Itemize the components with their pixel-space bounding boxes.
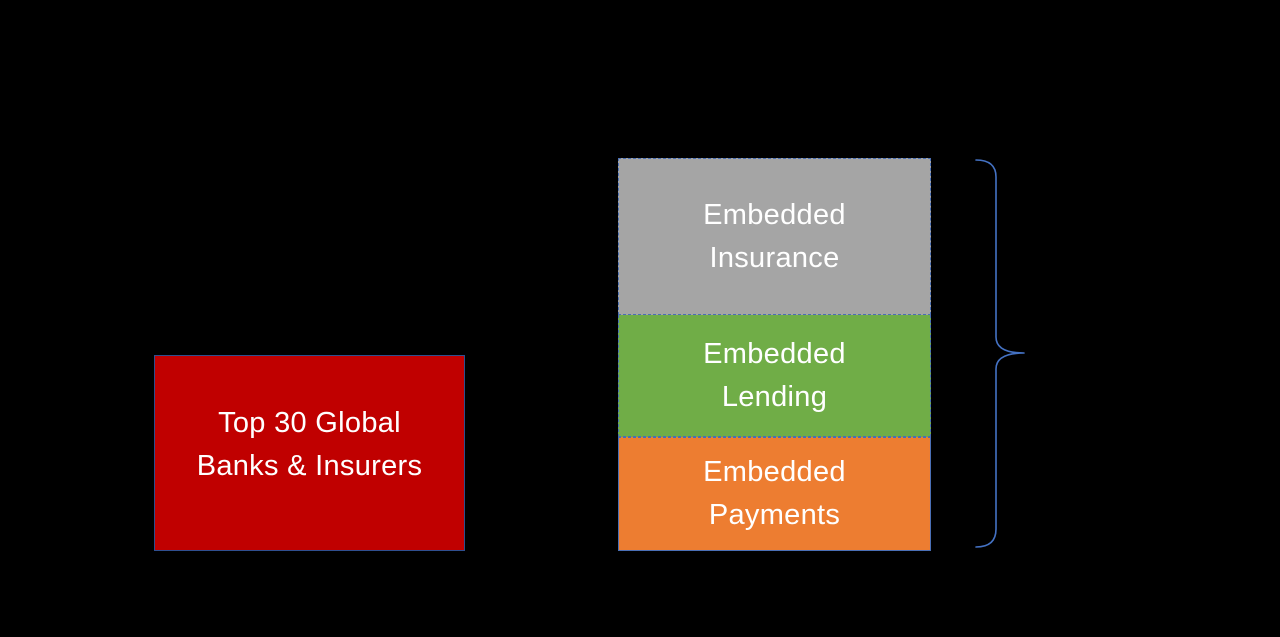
banks-insurers-box: Top 30 Global Banks & Insurers xyxy=(154,355,465,551)
banks-insurers-line2: Banks & Insurers xyxy=(196,450,423,482)
embedded-payments-box: Embedded Payments xyxy=(618,437,931,551)
embedded-insurance-line2: Insurance xyxy=(709,241,840,274)
right-curly-brace-icon xyxy=(975,159,1025,548)
embedded-lending-line2: Lending xyxy=(721,380,828,413)
embedded-insurance-box: Embedded Insurance xyxy=(618,158,931,315)
embedded-payments-line2: Payments xyxy=(708,499,841,531)
embedded-insurance-line1: Embedded xyxy=(703,198,846,231)
embedded-lending-line1: Embedded xyxy=(703,337,846,370)
banks-insurers-line1: Top 30 Global xyxy=(218,407,401,439)
embedded-lending-box: Embedded Lending xyxy=(618,315,931,437)
embedded-payments-line1: Embedded xyxy=(703,456,846,488)
